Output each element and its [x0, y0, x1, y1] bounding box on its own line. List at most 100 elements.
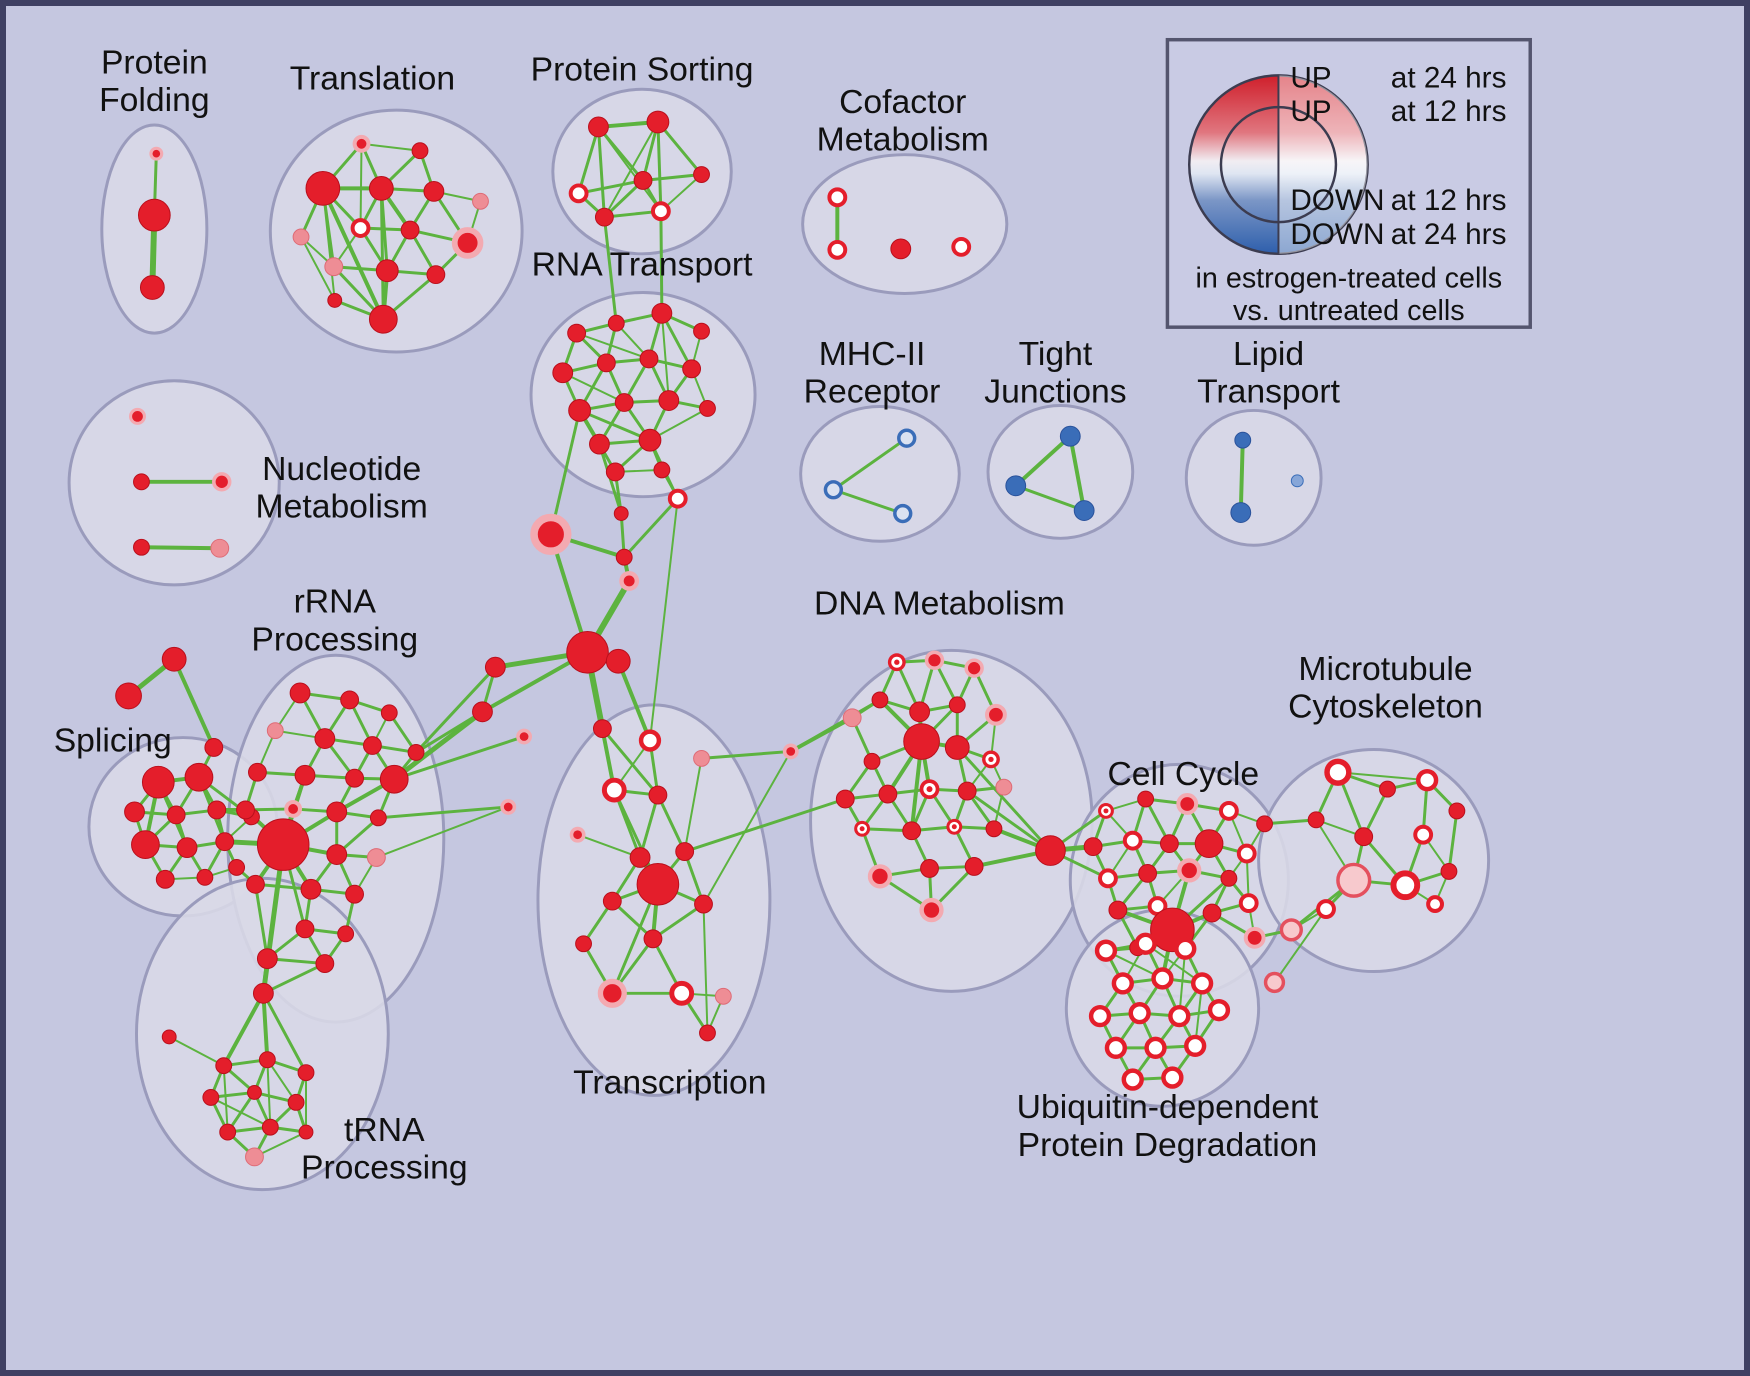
gene-node-r	[337, 925, 355, 943]
gene-node-r	[139, 275, 165, 300]
gene-node-r	[596, 353, 616, 373]
gene-node-r	[957, 781, 977, 801]
edge	[321, 187, 336, 302]
edge	[261, 991, 308, 1075]
cluster-label-ubiquitin-protein-degradation: Protein Degradation	[1018, 1126, 1318, 1164]
gene-node-pw	[1279, 918, 1303, 942]
legend-time-label: at 24 hrs	[1391, 61, 1507, 94]
edge	[596, 125, 606, 219]
gene-node-rp	[1177, 858, 1202, 883]
gene-node-r	[340, 690, 360, 710]
cluster-label-mhc-ii-receptor: MHC-II	[819, 335, 926, 373]
gene-node-r	[141, 765, 175, 799]
gene-node-r	[196, 868, 214, 886]
gene-node-t	[1098, 802, 1114, 819]
gene-node-r	[369, 809, 387, 827]
gene-node-r	[567, 323, 587, 343]
legend-direction-label: UP	[1290, 95, 1331, 128]
gene-node-pr	[619, 571, 640, 591]
gene-node-r	[294, 764, 316, 786]
gene-node-r	[166, 805, 186, 825]
edge	[172, 657, 216, 750]
gene-node-p	[714, 987, 732, 1005]
legend-direction-label: UP	[1290, 61, 1331, 94]
edge	[266, 1058, 272, 1129]
gene-node-r	[643, 929, 663, 949]
gene-node-r	[605, 462, 625, 482]
gene-node-r	[639, 349, 659, 369]
gene-node-r	[614, 393, 634, 412]
gene-node-r	[1159, 834, 1179, 854]
gene-node-w	[1236, 843, 1257, 864]
gene-node-pr	[284, 800, 303, 818]
cluster-label-rrna-processing: Processing	[251, 620, 418, 658]
gene-node-r	[636, 862, 680, 906]
cluster-label-protein-folding: Protein	[101, 43, 208, 81]
gene-node-w	[951, 236, 972, 257]
edge	[660, 312, 670, 402]
gene-node-p	[210, 538, 230, 558]
gene-node-w	[827, 239, 848, 260]
gene-node-bp	[1290, 474, 1304, 488]
gene-node-w	[1094, 939, 1118, 962]
gene-node-w	[568, 183, 589, 204]
gene-node-r	[1256, 815, 1273, 833]
edge	[656, 793, 687, 854]
edge	[641, 173, 704, 182]
edge	[578, 408, 652, 442]
gene-node-r	[566, 631, 609, 674]
gene-node-r	[124, 801, 145, 823]
gene-node-r	[909, 701, 931, 723]
gene-node-r	[1220, 869, 1238, 887]
gene-node-r	[287, 1093, 305, 1111]
gene-node-rp	[964, 658, 984, 678]
gene-node-t	[887, 653, 906, 672]
cluster-label-protein-sorting: Protein Sorting	[531, 50, 754, 88]
edge	[261, 991, 270, 1062]
gene-node-r	[248, 762, 267, 782]
gene-node-r	[314, 728, 336, 749]
gene-node-r	[219, 1123, 237, 1141]
edge	[360, 142, 421, 152]
edge	[253, 1131, 307, 1158]
gene-node-r	[115, 682, 142, 710]
gene-node-r	[646, 110, 670, 134]
gene-node-w	[1128, 1001, 1151, 1025]
gene-node-t	[982, 750, 1000, 769]
gene-node-r	[607, 314, 625, 332]
gene-node-r	[890, 238, 912, 260]
gene-node-b	[1073, 500, 1095, 521]
edge	[414, 710, 484, 754]
gene-node-r	[295, 919, 315, 939]
edge	[1014, 484, 1086, 513]
gene-node-r	[878, 784, 898, 804]
gene-node-r	[675, 842, 695, 861]
gene-node-r	[682, 359, 702, 379]
gene-node-r	[948, 696, 966, 714]
cluster-label-transcription: Transcription	[573, 1063, 766, 1101]
cluster-ellipse-rna-transport	[529, 290, 757, 499]
gene-node-r	[423, 180, 445, 202]
cluster-label-lipid-transport: Lipid	[1233, 335, 1304, 373]
gene-node-p	[472, 192, 489, 210]
gene-node-r	[653, 461, 671, 479]
gene-node-r	[629, 847, 651, 868]
gene-node-r	[1307, 811, 1325, 829]
legend-caption: in estrogen-treated cells	[1195, 263, 1502, 295]
gene-node-r	[155, 869, 175, 889]
cluster-label-nucleotide-metabolism: Metabolism	[256, 487, 428, 525]
gene-node-w	[1151, 967, 1174, 990]
gene-node-w	[601, 777, 627, 803]
gene-node-r	[379, 764, 409, 794]
edge	[622, 497, 680, 559]
gene-node-r	[298, 1124, 314, 1140]
edge	[414, 665, 497, 754]
gene-node-r	[693, 322, 710, 340]
gene-node-r	[258, 1051, 276, 1069]
gene-node-r	[1379, 780, 1396, 798]
gene-node-r	[326, 844, 348, 865]
edge	[139, 545, 222, 551]
cluster-label-tight-junctions: Junctions	[984, 373, 1126, 411]
gene-node-r	[380, 704, 398, 722]
gene-node-r	[1138, 863, 1158, 883]
